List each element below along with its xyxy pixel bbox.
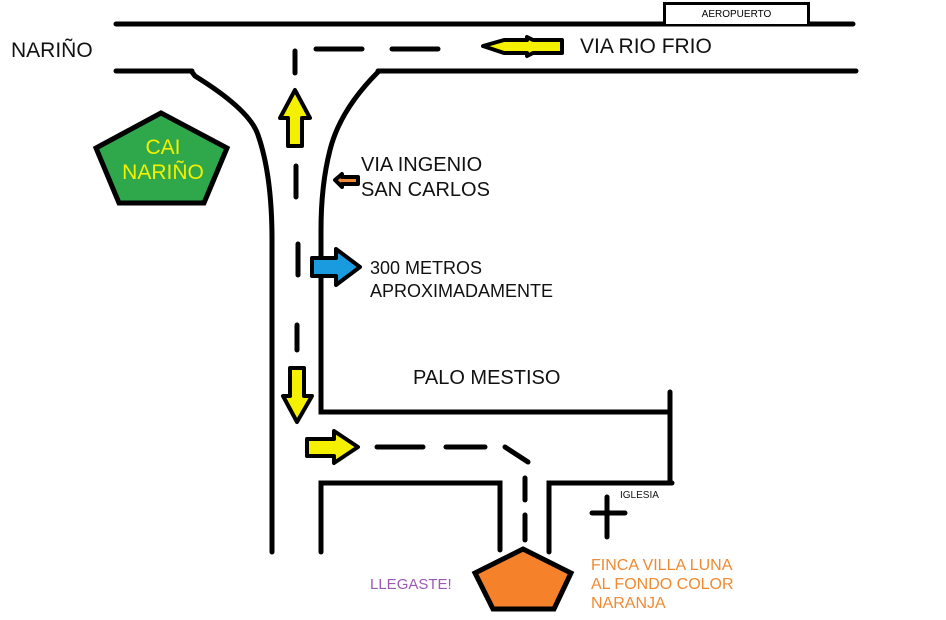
- destination-line-1: FINCA VILLA LUNA: [591, 557, 733, 574]
- side-road-right-edge: [318, 69, 671, 415]
- side-road-left-edge: [189, 69, 275, 555]
- road-label-palo-mestiso: PALO MESTISO: [413, 367, 561, 389]
- lane-dash: [502, 444, 531, 465]
- destination-line-3: NARANJA: [591, 595, 666, 613]
- church-cross-icon: [589, 494, 628, 540]
- via-ingenio-line-2: SAN CARLOS: [361, 179, 490, 201]
- via-ingenio-line-1: VIA INGENIO: [361, 154, 483, 176]
- distance-line-2: APROXIMADAMENTE: [370, 281, 554, 302]
- distance-note: 300 METROS APROXIMADAMENTE: [370, 257, 553, 304]
- destination-pentagon-icon[interactable]: [471, 546, 575, 612]
- arrow-left-small-icon: [333, 172, 360, 189]
- distance-line-1: 300 METROS: [370, 258, 483, 278]
- airport-label: AEROPUERTO: [701, 9, 772, 20]
- church-label: IGLESIA: [620, 490, 659, 501]
- lower-block-left: [318, 480, 503, 555]
- cai-pentagon-icon: [92, 110, 231, 206]
- destination-line-2: AL FONDO COLOR: [591, 576, 734, 594]
- cai-label-line-1: CAI: [145, 136, 181, 159]
- road-label-via-ingenio: VIA INGENIO SAN CARLOS: [361, 153, 490, 203]
- lower-block-right: [546, 480, 675, 555]
- arrow-up-icon: [278, 88, 312, 148]
- arrow-right-icon: [310, 247, 362, 287]
- airport-landmark: AEROPUERTO: [663, 2, 810, 24]
- cai-label-line-2: NARIÑO: [122, 161, 204, 185]
- road-label-via-rio-frio: VIA RIO FRIO: [580, 35, 712, 58]
- cai-label: CAI NARIÑO: [108, 135, 218, 185]
- arrow-down-icon: [281, 366, 314, 424]
- destination-note: FINCA VILLA LUNA AL FONDO COLOR NARANJA: [591, 556, 734, 614]
- road-label-narino: NARIÑO: [11, 39, 93, 62]
- arrived-label: LLEGASTE!: [370, 576, 452, 593]
- arrow-left-icon: [481, 35, 564, 58]
- arrow-right-icon: [305, 429, 360, 465]
